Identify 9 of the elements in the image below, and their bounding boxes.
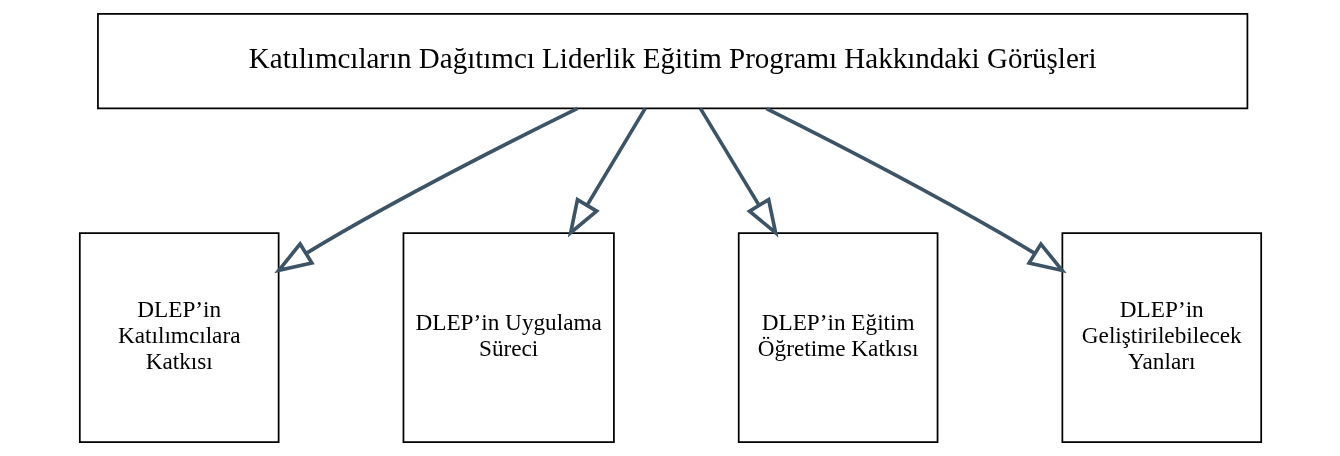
node-box: DLEP’in Katılımcılara Katkısı <box>78 232 279 443</box>
arrow <box>567 107 647 238</box>
node-box: DLEP’in Uygulama Süreci <box>402 232 615 443</box>
node-box: Katılımcıların Dağıtımcı Liderlik Eğitim Programı Hakkındaki Görüşleri <box>96 13 1248 110</box>
node-box: DLEP’in Geliştirilebilecek Yanları <box>1061 232 1262 443</box>
arrow <box>273 106 578 274</box>
node-box: DLEP’in Eğitim Öğretime Katkısı <box>737 232 938 443</box>
arrow <box>765 106 1067 274</box>
arrow <box>698 107 778 238</box>
